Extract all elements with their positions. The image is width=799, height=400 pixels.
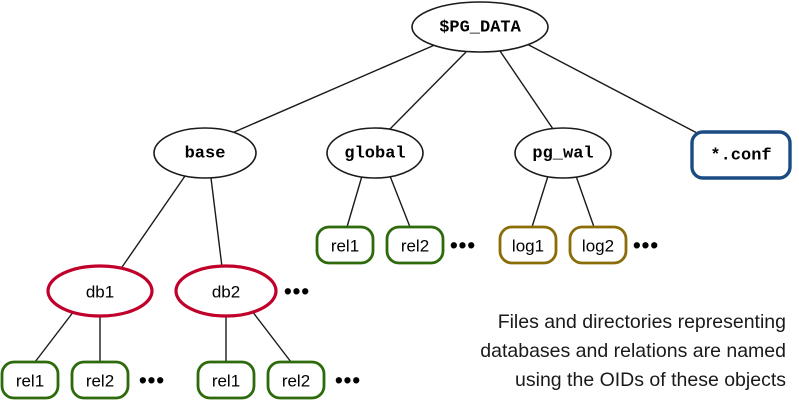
tree-edge-base-db1 (119, 175, 186, 271)
node-label-global_rel1: rel1 (331, 237, 359, 256)
node-label-wal_log2: log2 (582, 237, 614, 256)
caption-line-3: using the OIDs of these objects (515, 369, 786, 391)
node-shape-global_rel1 (315, 225, 375, 265)
tree-edge-global-rel1 (346, 175, 363, 228)
node-shape-db2_rel2 (266, 360, 326, 400)
node-shape-db1 (46, 264, 154, 318)
node-shape-wal_log1 (498, 225, 558, 265)
node-label-wal_log1: log1 (512, 237, 544, 256)
tree-node-conf[interactable]: *.conf (690, 130, 792, 180)
node-label-global_rel2: rel2 (401, 237, 429, 256)
tree-node-db2_rel2[interactable]: rel2 (266, 360, 326, 400)
tree-edge-pgwal-log1 (531, 175, 549, 228)
node-label-db2: db2 (212, 283, 240, 302)
tree-node-db1[interactable]: db1 (46, 264, 154, 318)
node-label-global: global (344, 145, 405, 164)
tree-edge-pgdata-base (231, 43, 438, 134)
node-shape-global_rel2 (385, 225, 445, 265)
node-label-conf: *.conf (710, 147, 771, 166)
node-shape-base (153, 127, 257, 179)
tree-edge-db1-rel1 (34, 310, 75, 363)
ellipsis-mark-dots-base: ••• (284, 279, 310, 304)
tree-edge-db2-rel2 (251, 310, 292, 363)
node-label-base: base (185, 145, 226, 164)
tree-edge-pgdata-conf (524, 42, 698, 134)
ellipsis-marks-layer: ••• ••• ••• ••• ••• (139, 233, 659, 393)
node-shape-db2_rel1 (196, 360, 256, 400)
ellipsis-mark-dots-global: ••• (450, 233, 476, 258)
node-label-db1_rel2: rel2 (86, 372, 114, 391)
node-label-db1_rel1: rel1 (16, 372, 44, 391)
node-label-pg_data: $PG_DATA (439, 19, 521, 38)
caption-line-2: databases and relations are named (480, 340, 786, 362)
tree-node-db1_rel1[interactable]: rel1 (0, 360, 60, 400)
node-label-db2_rel2: rel2 (282, 372, 310, 391)
edges-layer (34, 42, 698, 363)
node-shape-db2 (174, 264, 278, 318)
node-label-db2_rel1: rel1 (212, 372, 240, 391)
tree-edge-global-rel2 (389, 175, 411, 228)
ellipsis-mark-dots-pgwal: ••• (633, 233, 659, 258)
tree-node-wal_log1[interactable]: log1 (498, 225, 558, 265)
tree-edge-pgdata-pgwal (499, 50, 554, 130)
tree-node-global_rel1[interactable]: rel1 (315, 225, 375, 265)
tree-edge-pgdata-global (389, 51, 467, 130)
tree-node-pg_data[interactable]: $PG_DATA (411, 1, 549, 53)
tree-node-base[interactable]: base (153, 127, 257, 179)
tree-edge-pgwal-log2 (575, 175, 595, 228)
node-shape-db1_rel1 (0, 360, 60, 400)
caption-line-1: Files and directories representing (498, 311, 786, 333)
tree-node-pg_wal[interactable]: pg_wal (514, 127, 612, 179)
node-shape-pg_wal (514, 127, 612, 179)
tree-node-db1_rel2[interactable]: rel2 (70, 360, 130, 400)
node-shape-pg_data (411, 1, 549, 53)
node-label-pg_wal: pg_wal (532, 145, 593, 164)
tree-edge-base-db2 (210, 177, 223, 268)
caption-block: Files and directories representing databa… (480, 311, 786, 391)
node-label-db1: db1 (86, 283, 114, 302)
node-shape-wal_log2 (568, 225, 628, 265)
node-shape-global (326, 127, 424, 179)
tree-node-wal_log2[interactable]: log2 (568, 225, 628, 265)
tree-node-global_rel2[interactable]: rel2 (385, 225, 445, 265)
tree-node-db2[interactable]: db2 (174, 264, 278, 318)
ellipsis-mark-dots-db1: ••• (139, 368, 165, 393)
ellipsis-mark-dots-db2: ••• (335, 368, 361, 393)
node-shape-db1_rel2 (70, 360, 130, 400)
tree-node-global[interactable]: global (326, 127, 424, 179)
tree-node-db2_rel1[interactable]: rel1 (196, 360, 256, 400)
node-shape-conf (690, 130, 792, 180)
